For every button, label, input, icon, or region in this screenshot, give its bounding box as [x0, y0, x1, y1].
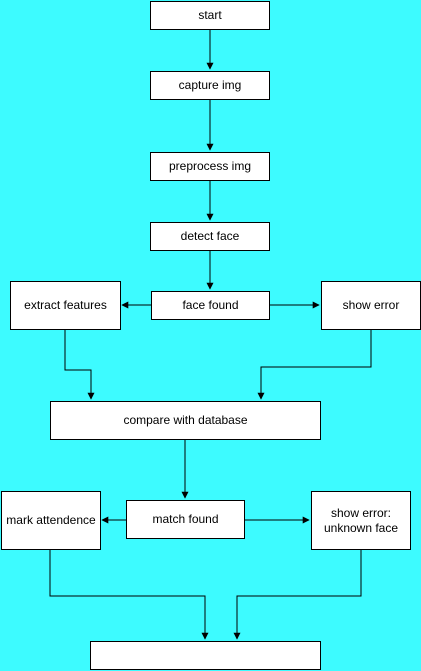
node-start[interactable]: start	[150, 1, 270, 30]
node-detect-face[interactable]: detect face	[150, 222, 270, 251]
node-end[interactable]	[90, 641, 321, 670]
node-face-found[interactable]: face found	[151, 291, 270, 320]
node-show-error-unknown-face[interactable]: show error: unknown face	[311, 491, 411, 550]
edge-extract-compare	[64, 330, 95, 400]
node-extract-features[interactable]: extract features	[10, 281, 121, 330]
node-capture-img[interactable]: capture img	[150, 71, 270, 100]
node-preprocess-img[interactable]: preprocess img	[150, 152, 270, 181]
edge-showerror-compare	[257, 330, 372, 400]
node-match-found[interactable]: match found	[126, 500, 245, 539]
edge-unknown-end	[233, 550, 362, 640]
edge-mark-end	[49, 550, 209, 640]
node-show-error[interactable]: show error	[321, 281, 421, 330]
node-compare-with-database[interactable]: compare with database	[50, 401, 321, 440]
node-mark-attendence[interactable]: mark attendence	[1, 491, 101, 550]
